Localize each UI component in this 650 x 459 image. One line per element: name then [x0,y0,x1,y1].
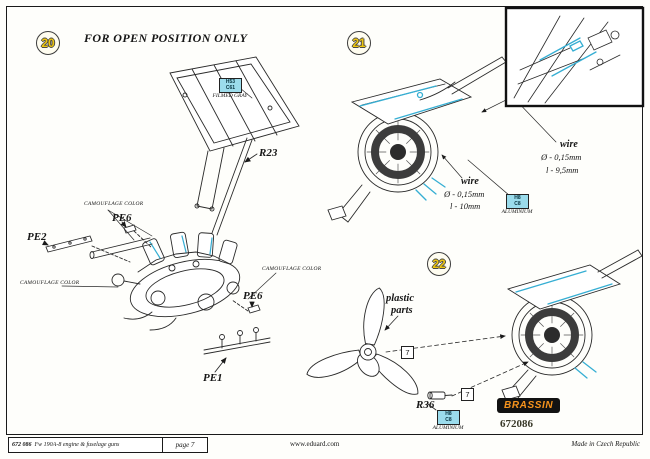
footer-product: Fw 190A-8 engine & fuselage guns [34,442,120,448]
step-number-21: 21 [347,31,371,55]
wire-right-title: wire [560,139,578,150]
chip-code-2: C8 [445,416,452,423]
page-border [6,6,643,435]
footer-page-box: page 7 [162,437,208,453]
wire-right-length: l - 9,5mm [546,165,579,175]
chip-code-2: C8 [514,200,521,207]
camouflage-note-2: CAMOUFLAGE COLOR [20,280,80,286]
footer-product-box: 672 086 Fw 190A-8 engine & fuselage guns [8,437,168,453]
color-chip-aluminium-22: H8 C8 [437,410,460,425]
step-number-20: 20 [36,31,60,55]
header-note: FOR OPEN POSITION ONLY [84,31,248,45]
step-number-22: 22 [427,252,451,276]
part-ref-7-a: 7 [401,346,414,359]
step-20-label: 20 [41,36,55,50]
footer-made-in: Made in Czech Republic [571,440,640,448]
chip-code-2: C61 [225,84,236,91]
camouflage-note-3: CAMOUFLAGE COLOR [262,266,322,272]
plastic-parts-note-2: parts [391,305,413,316]
chip-code-1: H8 [514,195,521,201]
color-chip-aluminium-21: H8 C8 [506,194,529,209]
part-label-pe6-right: PE6 [243,290,263,302]
wire-left-length: l - 10mm [450,201,481,211]
step-21-label: 21 [352,36,366,50]
plastic-parts-note-1: plastic [386,293,414,304]
wire-right-diameter: Ø - 0,15mm [541,152,582,162]
part-label-pe2: PE2 [27,231,47,243]
chip-caption-aluminium-22: ALUMINIUM [432,425,464,431]
part-label-pe6-top: PE6 [112,212,132,224]
footer-catalog: 672 086 [12,442,32,448]
camouflage-note-1: CAMOUFLAGE COLOR [84,201,144,207]
step-22-label: 22 [432,257,446,271]
part-label-r23: R23 [259,147,278,159]
brassin-logo: BRASSIN [497,398,561,413]
wire-left-diameter: Ø - 0,15mm [444,189,485,199]
brassin-catalog-number: 672086 [500,418,533,430]
footer-website: www.eduard.com [290,440,340,448]
chip-code-1: H53 [225,79,236,85]
color-chip-gray: H53 C61 [219,78,242,93]
chip-caption-gray: FILMED GRAY [212,93,248,99]
chip-caption-aluminium-21: ALUMINIUM [501,209,533,215]
wire-left-title: wire [461,176,479,187]
footer-page: page 7 [175,441,195,449]
part-label-pe1: PE1 [203,372,223,384]
part-label-r36: R36 [416,399,435,411]
part-ref-7-b: 7 [461,388,474,401]
chip-code-1: H8 [445,411,452,417]
